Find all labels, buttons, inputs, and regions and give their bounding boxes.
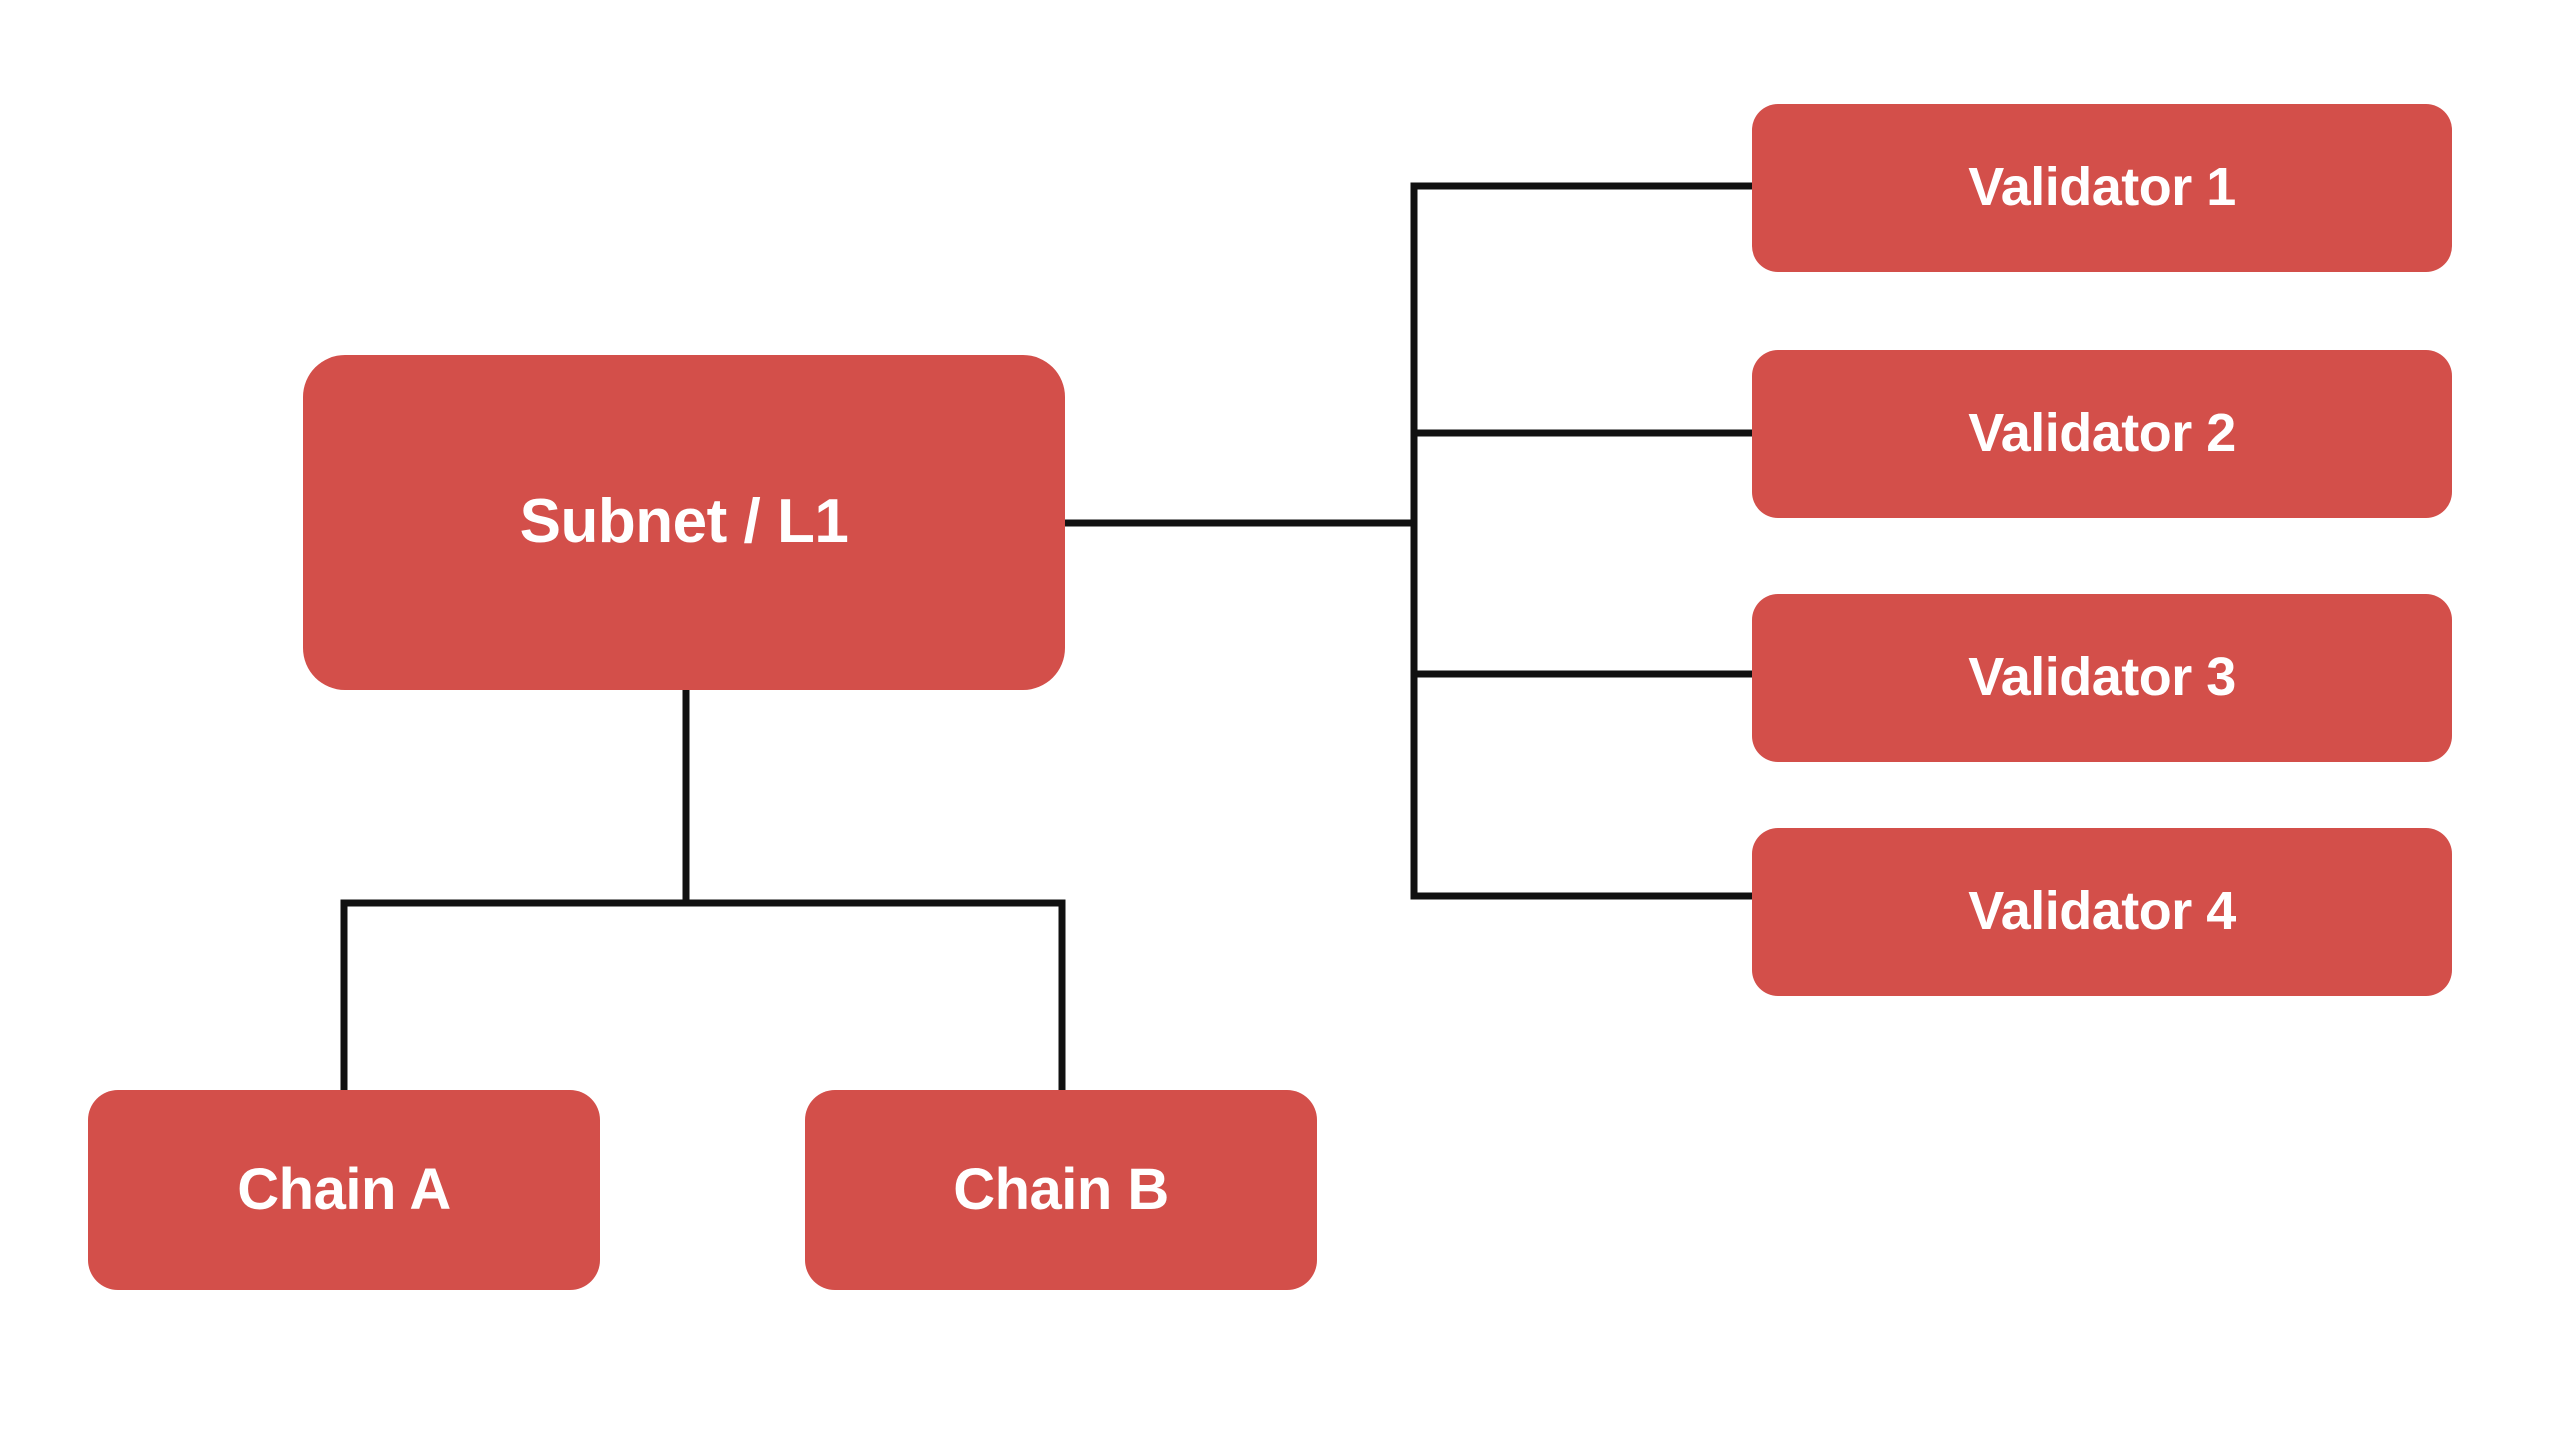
edge-subnet-to-chains [340, 686, 1066, 1096]
node-validator-4-label: Validator 4 [1968, 881, 2236, 942]
node-subnet-l1[interactable]: Subnet / L1 [303, 355, 1065, 690]
node-chain-b[interactable]: Chain B [805, 1090, 1317, 1290]
node-validator-2[interactable]: Validator 2 [1752, 350, 2452, 518]
node-subnet-l1-label: Subnet / L1 [519, 487, 849, 557]
edge-subnet-to-validators [1061, 182, 1760, 900]
node-validator-3-label: Validator 3 [1968, 647, 2236, 708]
node-validator-3[interactable]: Validator 3 [1752, 594, 2452, 762]
node-chain-a-label: Chain A [237, 1157, 451, 1223]
node-chain-a[interactable]: Chain A [88, 1090, 600, 1290]
node-validator-4[interactable]: Validator 4 [1752, 828, 2452, 996]
node-validator-1[interactable]: Validator 1 [1752, 104, 2452, 272]
node-chain-b-label: Chain B [953, 1157, 1169, 1223]
node-validator-1-label: Validator 1 [1968, 157, 2236, 218]
node-validator-2-label: Validator 2 [1968, 403, 2236, 464]
